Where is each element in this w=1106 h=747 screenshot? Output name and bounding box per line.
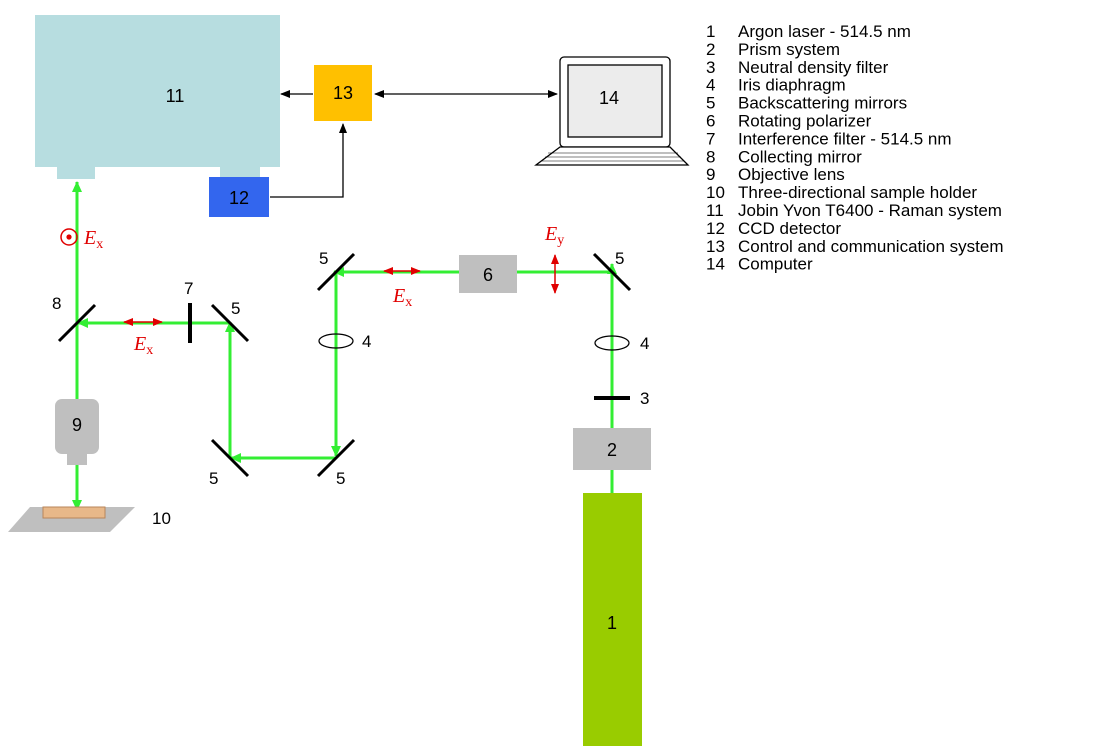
mirror-bottom-middle: 5: [316, 438, 356, 488]
legend-text: Three-directional sample holder: [738, 183, 977, 202]
iris-diaphragm-middle: 4: [318, 332, 371, 351]
sample-holder-label: 10: [152, 509, 171, 528]
svg-text:Ex: Ex: [392, 285, 412, 310]
collecting-mirror: 8: [52, 294, 97, 343]
polarization-out-of-plane: Ex: [60, 227, 103, 252]
legend-text: Objective lens: [738, 165, 845, 184]
legend-text: Iris diaphragm: [738, 76, 846, 95]
legend-number: 14: [706, 255, 725, 274]
legend-text: Argon laser - 514.5 nm: [738, 22, 911, 41]
rotating-polarizer: 6: [459, 255, 517, 293]
legend-number: 4: [706, 76, 715, 95]
legend-text: Prism system: [738, 40, 840, 59]
mirror-top-middle-label: 5: [319, 249, 328, 268]
nd-filter: 3: [594, 389, 649, 408]
legend-text: Control and communication system: [738, 237, 1004, 256]
objective-lens: 9: [55, 399, 99, 465]
legend-text: Neutral density filter: [738, 58, 889, 77]
nd-filter-label: 3: [640, 389, 649, 408]
prism-label: 2: [607, 440, 617, 460]
mirror-top-middle: 5: [316, 249, 356, 292]
legend-number: 12: [706, 219, 725, 238]
legend-number: 3: [706, 58, 715, 77]
legend-number: 7: [706, 129, 715, 148]
control-label: 13: [333, 83, 353, 103]
polarization-y: Ey: [544, 223, 564, 294]
objective-label: 9: [72, 415, 82, 435]
legend-number: 9: [706, 165, 715, 184]
e-subscript: x: [146, 343, 153, 358]
legend-number: 10: [706, 183, 725, 202]
mirror-top-right-label: 5: [615, 249, 624, 268]
e-symbol: E: [544, 223, 557, 245]
e-symbol: E: [392, 285, 405, 307]
laser: 1: [583, 493, 642, 746]
laser-beam: [72, 181, 617, 511]
legend: 1 Argon laser - 514.5 nm 2 Prism system 3 Neu…: [706, 22, 1004, 274]
mirror-bottom-left: 5: [209, 438, 250, 488]
legend-text: Rotating polarizer: [738, 112, 872, 131]
mirror-bottom-middle-label: 5: [336, 469, 345, 488]
ccd-detector: 12: [209, 177, 269, 217]
legend-text: Jobin Yvon T6400 - Raman system: [738, 201, 1002, 220]
svg-text:Ex: Ex: [133, 333, 153, 358]
legend-text: Collecting mirror: [738, 147, 862, 166]
prism-system: 2: [573, 428, 651, 470]
iris-right-label: 4: [640, 334, 649, 353]
legend-number: 8: [706, 147, 715, 166]
polarization-x-middle: Ex: [383, 267, 421, 310]
e-subscript: x: [405, 295, 412, 310]
connector-arrows: [270, 90, 558, 198]
sample-holder: 10: [8, 506, 171, 532]
legend-number: 2: [706, 40, 715, 59]
mirror-bottom-left-label: 5: [209, 469, 218, 488]
spectrometer: 11: [35, 15, 280, 179]
ccd-label: 12: [229, 188, 249, 208]
svg-text:Ey: Ey: [544, 223, 564, 248]
interference-filter-label: 7: [184, 279, 193, 298]
legend-number: 11: [706, 201, 724, 220]
legend-text: Computer: [738, 255, 813, 274]
e-subscript: x: [96, 237, 103, 252]
control-system: 13: [314, 65, 372, 121]
e-symbol: E: [83, 227, 96, 249]
svg-text:Ex: Ex: [83, 227, 103, 252]
laser-label: 1: [607, 613, 617, 633]
polarizer-label: 6: [483, 265, 493, 285]
e-subscript: y: [557, 233, 564, 248]
legend-text: CCD detector: [738, 219, 841, 238]
e-symbol: E: [133, 333, 146, 355]
interference-filter: 7: [184, 279, 193, 343]
legend-number: 6: [706, 112, 715, 131]
legend-text: Interference filter - 514.5 nm: [738, 129, 952, 148]
collecting-mirror-label: 8: [52, 294, 61, 313]
mirror-upper-left-label: 5: [231, 299, 240, 318]
iris-middle-label: 4: [362, 332, 371, 351]
mirror-top-right: 5: [592, 249, 632, 292]
polarization-x-left: Ex: [123, 318, 163, 358]
iris-diaphragm-right: 4: [594, 334, 649, 353]
legend-number: 5: [706, 94, 715, 113]
computer-label: 14: [599, 88, 619, 108]
mirror-upper-left: 5: [210, 299, 250, 343]
legend-number: 13: [706, 237, 725, 256]
computer-icon: 14: [534, 56, 690, 166]
legend-number: 1: [706, 22, 715, 41]
spectrometer-label: 11: [166, 86, 185, 106]
legend-text: Backscattering mirrors: [738, 94, 907, 113]
